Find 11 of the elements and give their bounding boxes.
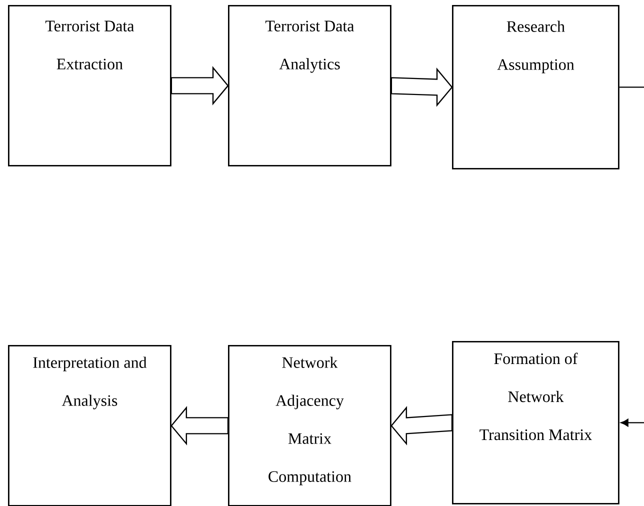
- process-box: Terrorist Data Extraction: [8, 5, 172, 166]
- block-arrow: [170, 66, 229, 106]
- process-box: Network Adjacency Matrix Computation: [228, 345, 392, 506]
- arrow: [620, 418, 644, 427]
- process-box: Research Assumption: [452, 5, 620, 170]
- block-arrow: [170, 406, 229, 446]
- block-arrow: [390, 68, 453, 107]
- block-arrow: [390, 406, 453, 446]
- process-box: Formation of Network Transition Matrix: [452, 341, 620, 504]
- process-box: Terrorist Data Analytics: [228, 5, 392, 166]
- process-box: Interpretation and Analysis: [8, 345, 172, 506]
